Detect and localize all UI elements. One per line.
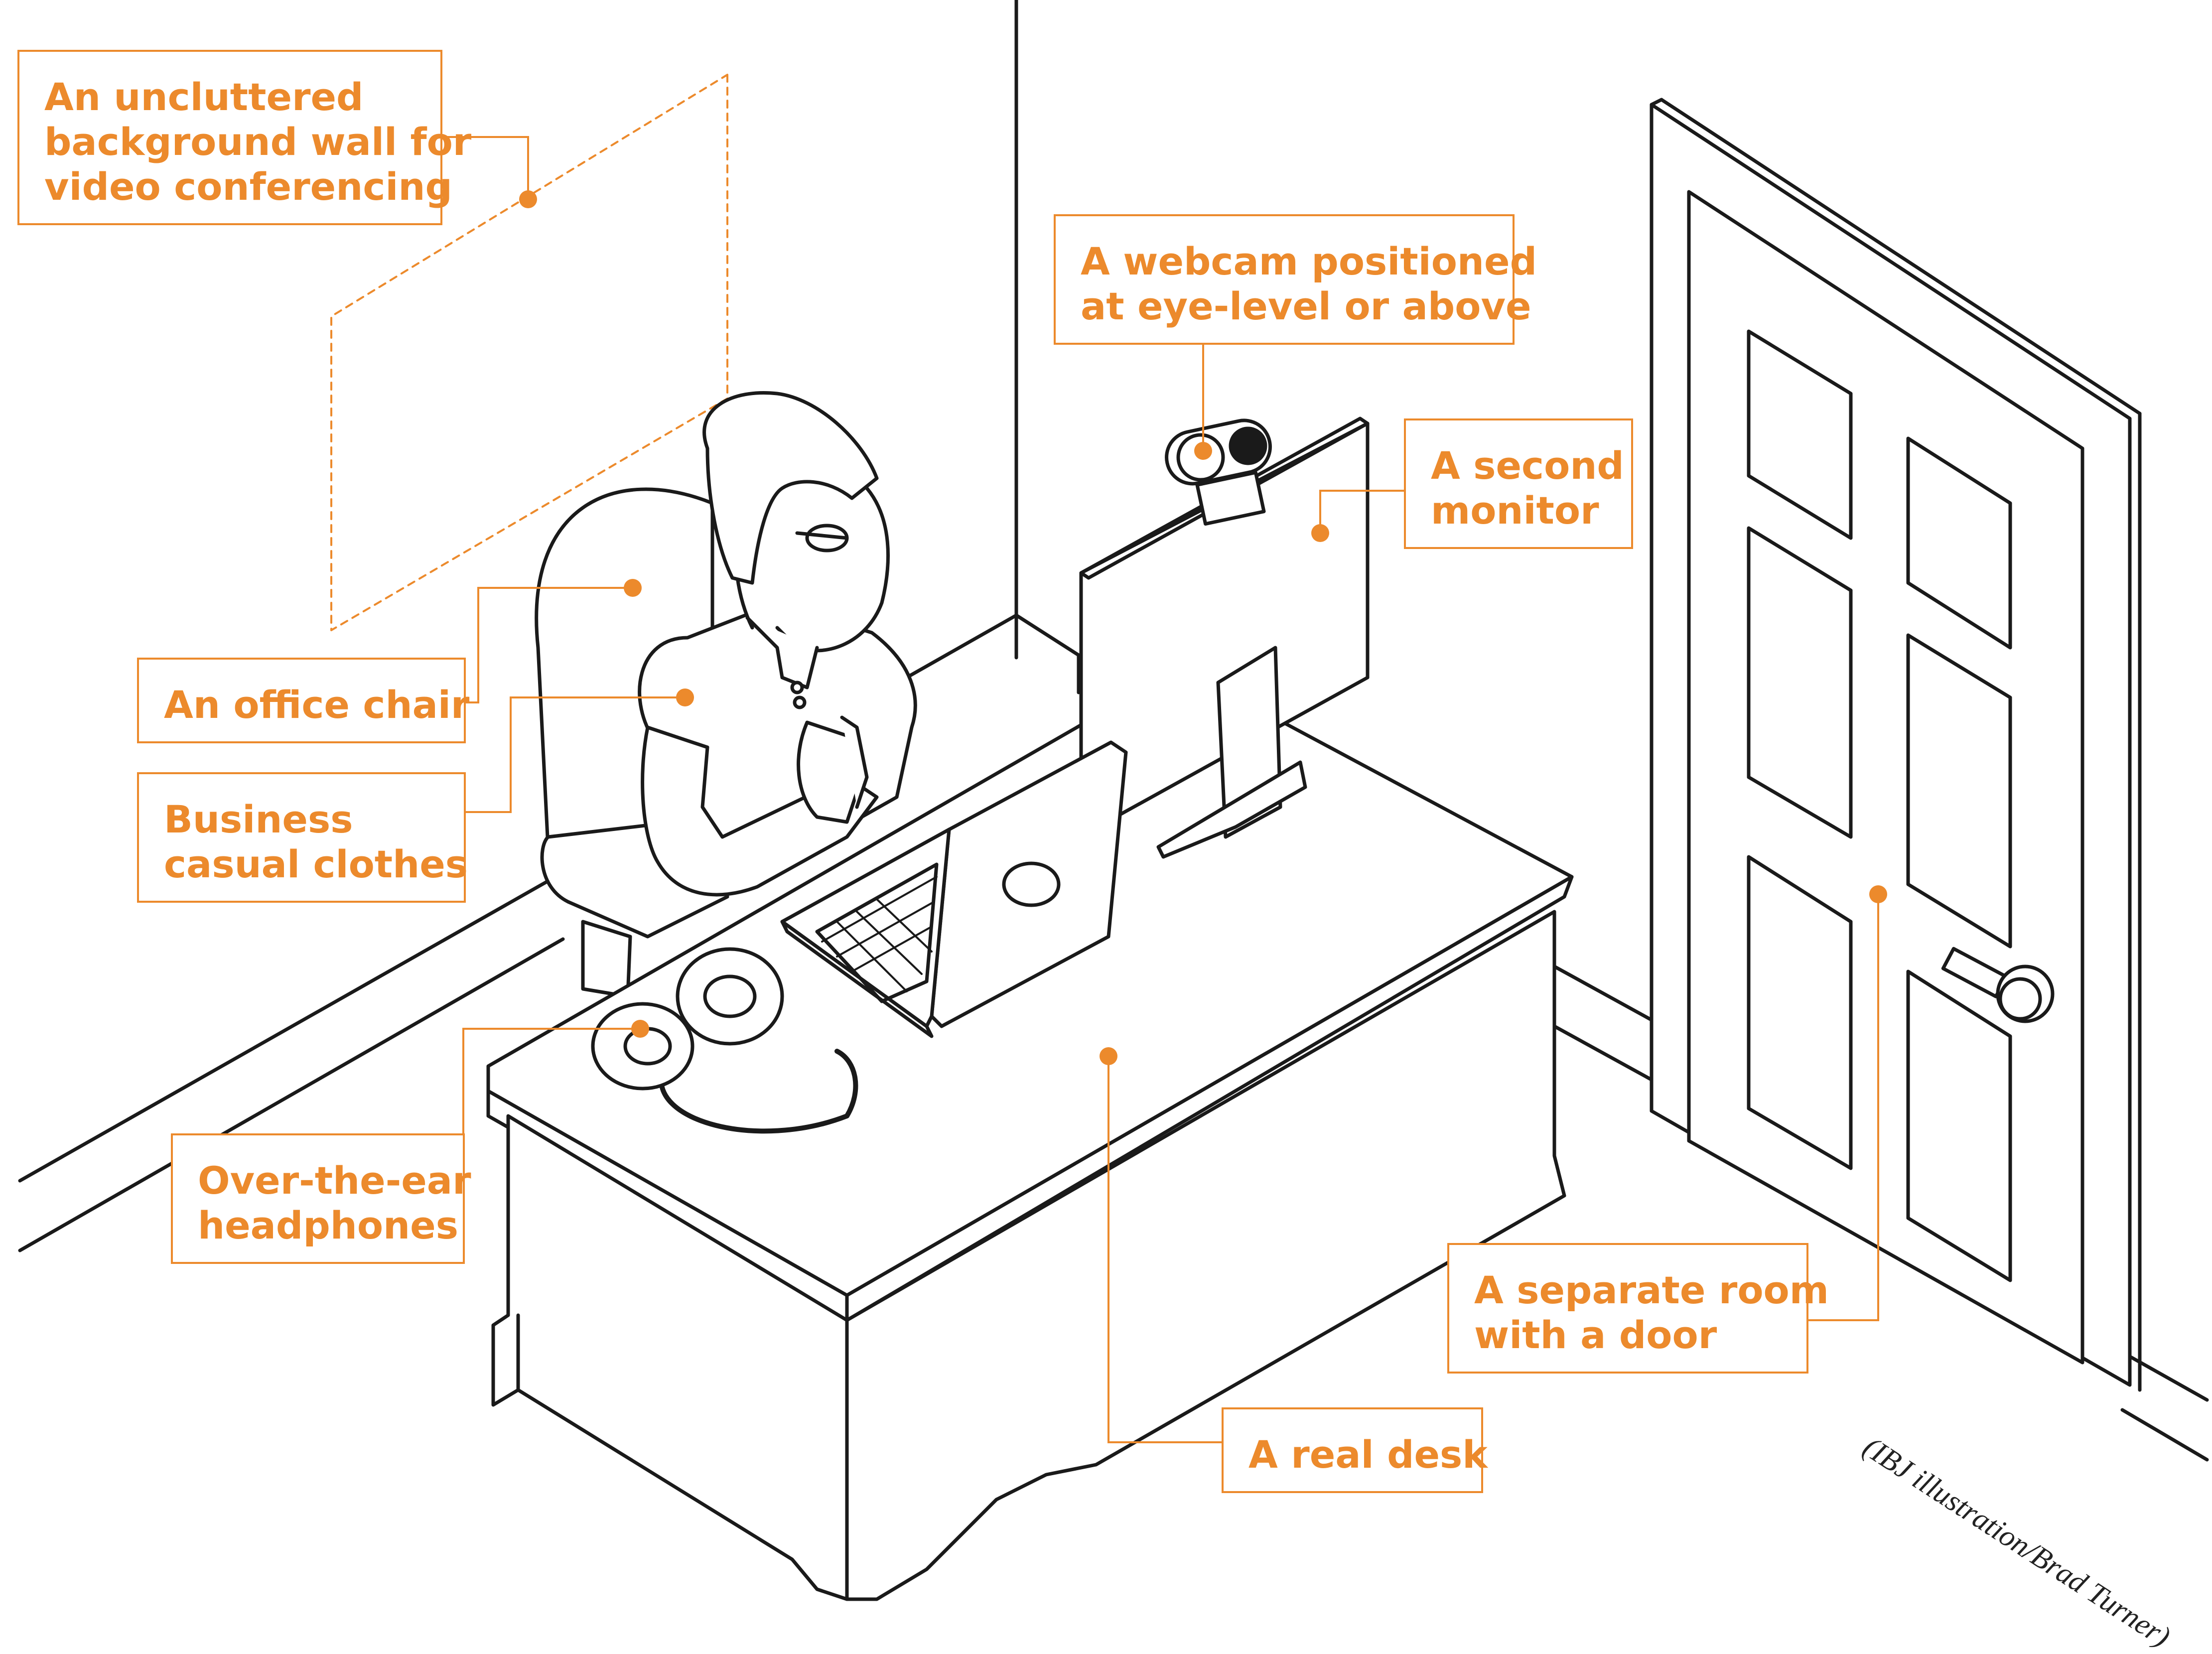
door-panel [1906, 436, 2012, 650]
door-panel [1747, 329, 1853, 540]
person [638, 391, 917, 897]
laptop [780, 740, 1128, 1038]
callout-text: A second [1431, 443, 1624, 488]
callout-background-wall: An uncluttered background wall for video… [17, 50, 472, 225]
callout-office-chair: An office chair [137, 658, 470, 743]
desk-side [845, 910, 1566, 1601]
door-panel [1906, 969, 2012, 1282]
background-wall-area [330, 74, 728, 631]
callout-text: with a door [1474, 1313, 1717, 1357]
door-panel [1747, 855, 1853, 1170]
callout-text: A separate room [1474, 1268, 1829, 1312]
callout-second-monitor: A second monitor [1404, 418, 1633, 549]
callout-leaders [441, 136, 1879, 1443]
callout-text: A webcam positioned [1081, 239, 1537, 283]
callout-separate-room: A separate room with a door [1447, 1243, 1829, 1374]
door [1650, 98, 2142, 1392]
callout-text: video conferencing [44, 164, 452, 209]
second-monitor [1079, 416, 1370, 859]
callout-dots [519, 190, 1887, 1065]
callout-text: monitor [1431, 488, 1599, 533]
callout-text: at eye-level or above [1081, 284, 1531, 328]
callout-text: An uncluttered [44, 75, 364, 119]
callout-text: casual clothes [164, 842, 468, 886]
callout-business-casual: Business casual clothes [137, 772, 468, 903]
callout-real-desk: A real desk [1222, 1407, 1488, 1493]
callout-webcam: A webcam positioned at eye-level or abov… [1054, 214, 1537, 345]
callout-text: background wall for [44, 120, 472, 164]
callout-text: An office chair [164, 683, 470, 727]
callout-text: Business [164, 797, 353, 841]
webcam [1165, 418, 1272, 526]
callout-text: Over-the-ear [198, 1158, 471, 1203]
callout-text: A real desk [1248, 1432, 1488, 1477]
door-panel [1906, 633, 2012, 949]
desk [486, 666, 1574, 1601]
headphones [591, 947, 858, 1134]
callout-text: headphones [198, 1203, 458, 1247]
callout-headphones: Over-the-ear headphones [171, 1133, 471, 1264]
laptop-logo [1002, 861, 1061, 907]
door-panel [1747, 526, 1853, 839]
